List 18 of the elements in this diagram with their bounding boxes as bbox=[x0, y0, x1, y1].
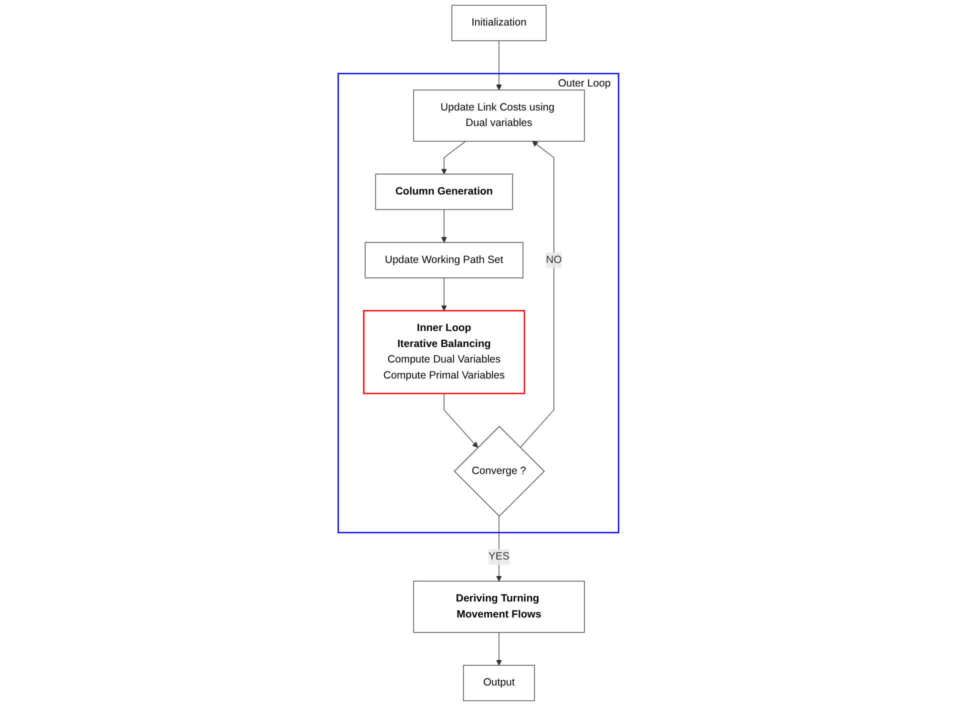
arrow bbox=[444, 393, 478, 448]
node-box: Output bbox=[463, 664, 535, 702]
arrow bbox=[441, 278, 448, 311]
arrow bbox=[496, 40, 502, 90]
node-diamond: Converge ? bbox=[454, 426, 545, 517]
arrow bbox=[496, 632, 502, 666]
node-box: Initialization bbox=[452, 4, 547, 42]
node-box: Update Working Path Set bbox=[364, 242, 524, 278]
edge-label: NO bbox=[546, 254, 562, 266]
node-box: Inner Loop Iterative Balancing Compute Dual Variables Compute Primal Variables bbox=[363, 310, 526, 394]
node-box: Column Generation bbox=[375, 174, 513, 210]
arrow bbox=[441, 140, 466, 174]
arrow bbox=[520, 140, 554, 448]
node-box: Deriving Turning Movement Flows bbox=[413, 580, 585, 633]
node-box: Update Link Costs using Dual variables bbox=[413, 90, 585, 142]
edge-label: YES bbox=[488, 550, 510, 562]
arrow bbox=[496, 516, 502, 582]
arrow bbox=[441, 209, 448, 243]
